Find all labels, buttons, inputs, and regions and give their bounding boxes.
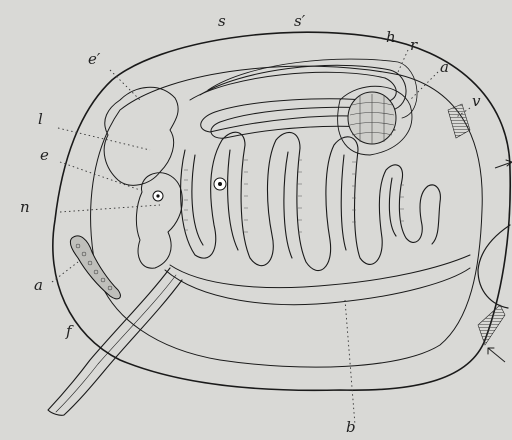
eye-left-pupil bbox=[156, 194, 159, 197]
label-r: r bbox=[410, 36, 418, 54]
label-s-prime: s′ bbox=[294, 12, 306, 30]
eye-right-pupil bbox=[218, 182, 222, 186]
label-a-left: a bbox=[34, 276, 43, 294]
label-e: e bbox=[40, 146, 49, 164]
label-l: l bbox=[38, 110, 43, 128]
label-a-top: a bbox=[440, 58, 449, 76]
label-e-prime: e′ bbox=[88, 50, 101, 68]
label-v: v bbox=[472, 92, 481, 110]
label-b: b bbox=[346, 418, 356, 436]
label-h: h bbox=[386, 28, 396, 46]
label-s: s bbox=[218, 12, 226, 30]
label-n: n bbox=[20, 198, 30, 216]
